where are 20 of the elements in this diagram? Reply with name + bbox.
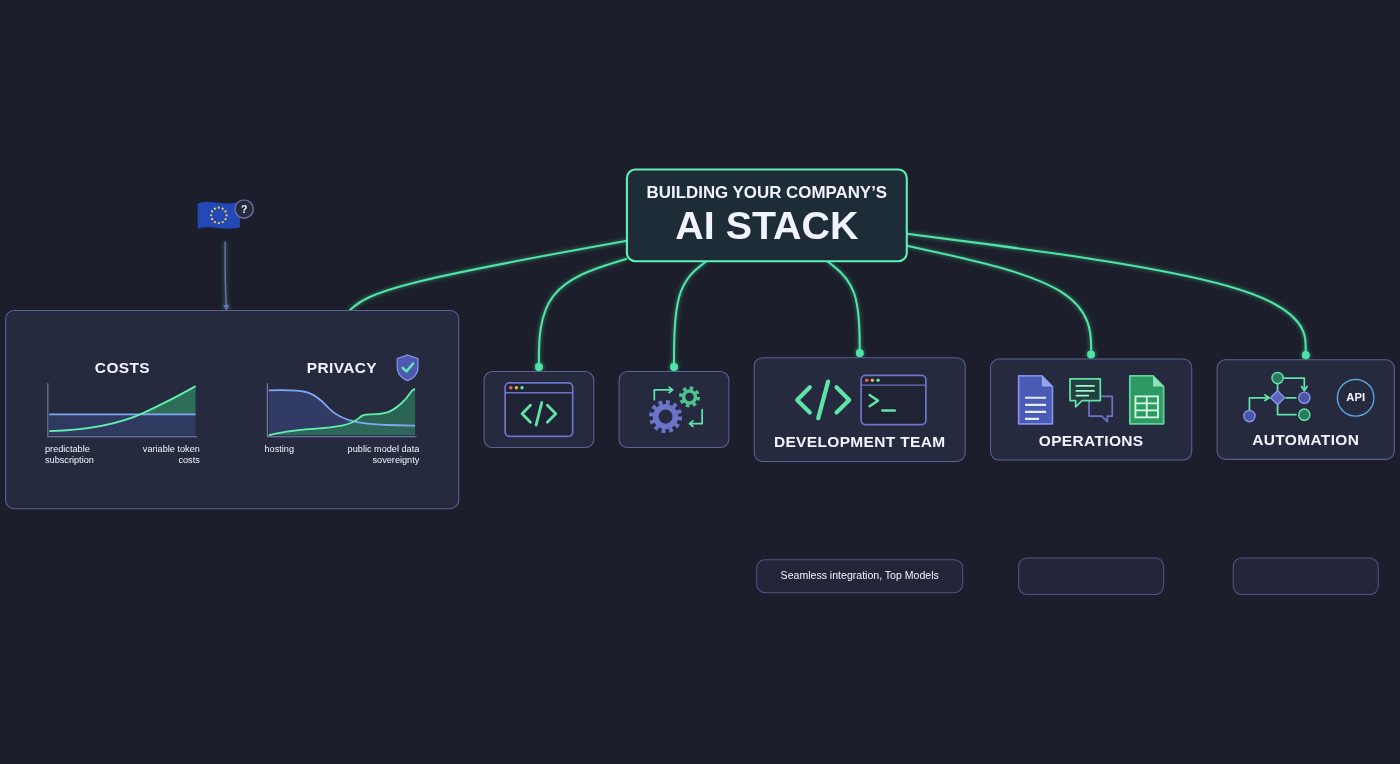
node-label: COSTS [94, 358, 150, 377]
node-box: API AUTOMATION [1216, 359, 1395, 460]
connector [906, 244, 1096, 360]
node-label: public model data sovereignty [347, 443, 420, 465]
node-label: predictable subscription [45, 443, 94, 465]
node-box [618, 371, 730, 449]
node-box [1018, 557, 1165, 596]
connector [534, 257, 628, 372]
node-label: hosting [264, 443, 295, 455]
node-box [1232, 557, 1379, 596]
node-label: variable token costs [142, 443, 200, 465]
node-box [483, 371, 595, 449]
cluster [5, 309, 460, 510]
node-label: PRIVACY [306, 358, 377, 377]
node-box: BUILDING YOUR COMPANY’S AI STACK [625, 168, 908, 263]
connector [906, 232, 1310, 360]
node-box: DEVELOPMENT TEAM [753, 357, 966, 462]
arrow [223, 240, 230, 311]
node-box: OPERATIONS [990, 358, 1193, 461]
node-box: Seamless integration, Top Models [756, 559, 964, 594]
